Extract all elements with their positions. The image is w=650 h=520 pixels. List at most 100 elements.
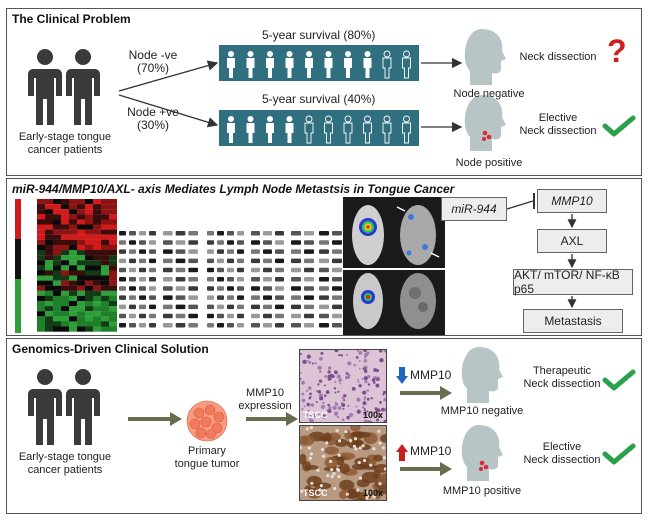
heatmap-cell — [109, 275, 117, 281]
heatmap-cell — [93, 280, 101, 286]
non-survivor-icon — [304, 115, 314, 144]
survivor-icon — [246, 116, 255, 143]
ihc-nucleus — [338, 422, 340, 423]
ihc-nucleus — [328, 406, 332, 410]
ihc-space — [377, 429, 381, 433]
blot-band — [119, 258, 126, 264]
blot-band — [129, 240, 136, 245]
heatmap-cell — [37, 260, 45, 266]
heatmap-cell — [101, 209, 109, 215]
blot-band — [217, 277, 224, 282]
survivor-icon — [324, 51, 333, 78]
ihc-nucleus — [317, 389, 322, 394]
blot-band — [263, 267, 272, 273]
heatmap-cell — [77, 250, 85, 256]
ihc-stain — [350, 426, 361, 432]
ihc-nucleus — [336, 415, 340, 419]
blot-band — [263, 277, 272, 282]
heatmap-cell — [61, 275, 69, 281]
blot-band — [207, 304, 214, 310]
olive-arrows — [128, 386, 452, 476]
heatmap-cell — [61, 224, 69, 230]
blot-band — [263, 304, 272, 310]
blot-band — [188, 313, 198, 319]
mmp10-label: MMP10 — [551, 194, 593, 208]
blot-band — [304, 249, 314, 254]
heatmap-cell — [37, 265, 45, 271]
heatmap-cell — [69, 199, 77, 205]
blot-band — [275, 277, 284, 282]
heatmap-cell — [101, 224, 109, 230]
blot-band — [227, 313, 234, 319]
ihc-nucleus — [310, 403, 315, 407]
blot-band — [217, 304, 224, 310]
ihc-space — [337, 453, 341, 457]
blot-band — [129, 286, 136, 291]
blot-band — [227, 249, 234, 254]
heatmap-cell — [77, 326, 85, 332]
blot-band — [217, 313, 224, 319]
mmp10-negative-label: MMP10 negative — [440, 405, 524, 417]
heatmap-cell — [53, 326, 61, 332]
ihc-nucleus — [358, 359, 361, 362]
heatmap-cell — [37, 270, 45, 276]
blot-band — [119, 323, 126, 328]
blot-band — [139, 277, 146, 282]
heatmap-cell — [109, 316, 117, 322]
blot-band — [139, 240, 146, 245]
ihc-nucleus — [358, 384, 362, 388]
heatmap-cell — [37, 224, 45, 230]
heatmap-cell — [37, 301, 45, 307]
blot-band — [175, 249, 186, 254]
heatmap-cell — [85, 316, 93, 322]
heatmap-cell — [85, 321, 93, 327]
heatmap-cell — [101, 306, 109, 312]
ihc-nucleus — [348, 376, 350, 379]
blot-band — [188, 286, 198, 291]
heatmap-cell — [69, 316, 77, 322]
ihc-space — [330, 468, 334, 472]
heatmap-cell — [85, 295, 93, 302]
non-survivor-icon — [324, 115, 333, 144]
ihc-stain — [376, 487, 386, 495]
blot-band — [319, 295, 329, 300]
heatmap-cell — [93, 290, 101, 296]
blot-band — [304, 295, 314, 300]
blot-band — [207, 267, 214, 273]
head-mmp10-positive-icon — [461, 425, 503, 481]
blot-band — [275, 323, 284, 328]
heatmap-cell — [93, 316, 101, 322]
blot-band — [149, 249, 156, 254]
ihc-nucleus — [317, 383, 320, 386]
heatmap-cell — [85, 311, 93, 317]
blot-band — [227, 277, 234, 282]
heatmap-cell — [53, 204, 61, 210]
blot-band — [188, 277, 198, 282]
heatmap-cell — [61, 214, 69, 220]
ihc-stain — [380, 433, 386, 443]
non-survivor-icon — [343, 115, 353, 144]
blot-band — [291, 267, 301, 273]
blot-band — [251, 313, 260, 319]
blot-band — [207, 231, 214, 236]
heatmap-cell — [85, 199, 93, 205]
ihc-stain — [346, 489, 358, 500]
blot-band — [163, 267, 173, 273]
blot-band — [175, 277, 186, 282]
ihc-nucleus — [363, 398, 366, 401]
heatmap-cell — [109, 229, 117, 235]
ihc-nucleus — [332, 405, 337, 410]
ihc-nucleus — [376, 418, 379, 422]
ihc-nucleus — [341, 403, 346, 407]
blot-band — [263, 323, 272, 328]
arrows-to-heads — [421, 57, 463, 133]
heatmap-cell — [45, 234, 53, 240]
blot-band — [251, 277, 260, 282]
ihc-space — [378, 482, 382, 486]
heatmap-cell — [77, 260, 85, 266]
heatmap-cell — [93, 234, 101, 240]
ihc-nucleus — [347, 361, 352, 366]
ihc-positive-tscc: TSCC — [303, 488, 328, 498]
ihc-space — [365, 496, 369, 500]
ihc-space — [300, 489, 304, 493]
